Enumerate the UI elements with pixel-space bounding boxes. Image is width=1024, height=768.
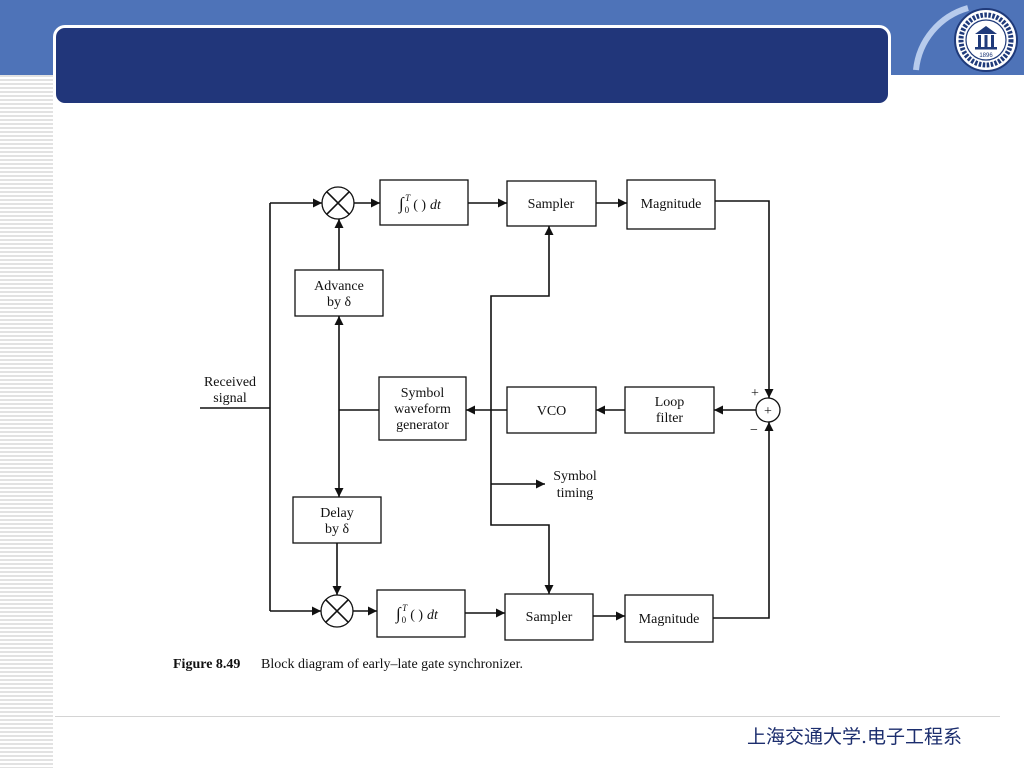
seal-pillar-left xyxy=(978,35,981,47)
top-mixer xyxy=(321,186,355,220)
loop-filter-box: Loop filter xyxy=(624,386,715,434)
bottom-sampler-label: Sampler xyxy=(526,610,573,625)
arrow-timing-to-top-sampler xyxy=(490,226,554,410)
top-magnitude-label: Magnitude xyxy=(641,197,702,212)
title-bar xyxy=(53,25,891,106)
footer-divider xyxy=(55,716,1000,717)
summer-center-sign: + xyxy=(764,404,772,419)
integral-lower-limit: 0 xyxy=(402,615,407,625)
advance-label-line2: by δ xyxy=(327,295,352,310)
svg-text:∫0T( )dt: ∫0 T( ) dt xyxy=(395,603,439,625)
arrow-bottom-magnitude-to-summer xyxy=(713,422,774,619)
header-arc-decoration xyxy=(913,5,969,71)
bottom-magnitude-label: Magnitude xyxy=(639,612,700,627)
seal-roof xyxy=(975,26,997,34)
symbol-timing-label-line2: timing xyxy=(557,486,594,501)
received-signal-label-line2: signal xyxy=(213,391,247,406)
generator-label-line1: Symbol xyxy=(401,386,445,401)
integral-lower-limit: 0 xyxy=(405,205,410,215)
integral-upper-limit: T xyxy=(405,193,411,203)
arrow-top-magnitude-to-summer xyxy=(715,200,774,398)
integral-operand: ( ) xyxy=(410,608,423,623)
symbol-timing-label-line1: Symbol xyxy=(553,469,597,484)
figure-caption-label: Figure 8.49 xyxy=(173,657,240,672)
symbol-waveform-generator-box: Symbol waveform generator xyxy=(378,376,467,441)
generator-label-line3: generator xyxy=(396,418,449,433)
top-sampler-box: Sampler xyxy=(506,180,597,227)
advance-label-line1: Advance xyxy=(314,279,364,294)
seal-year: 1896 xyxy=(979,53,993,59)
advance-box: Advance by δ xyxy=(294,269,384,317)
bottom-magnitude-box: Magnitude xyxy=(624,594,714,643)
summer: + xyxy=(755,397,781,423)
left-striped-margin xyxy=(0,75,53,768)
generator-label-line2: waveform xyxy=(394,402,451,417)
loop-filter-label-line2: filter xyxy=(656,411,684,426)
vco-label: VCO xyxy=(537,404,567,419)
delay-label-line2: by δ xyxy=(325,522,350,537)
seal-base xyxy=(975,47,997,50)
seal-gear-ring xyxy=(958,12,1014,68)
footer-institution: 上海交通大学.电子工程系 xyxy=(746,726,962,748)
received-signal-label-line1: Received xyxy=(204,375,256,390)
summer-plus-input-sign: + xyxy=(751,386,759,401)
svg-text:∫0T( )dt: ∫0 T( ) dt xyxy=(398,193,442,215)
seal-pillar-center xyxy=(984,35,988,47)
bottom-integrator-box: ∫0 T( ) dt xyxy=(376,589,466,638)
integral-variable: dt xyxy=(427,608,439,623)
integral-upper-limit: T xyxy=(402,603,408,613)
integral-sign: ∫ xyxy=(398,194,405,214)
delay-box: Delay by δ xyxy=(292,496,382,544)
top-integrator-box: ∫0 T( ) dt xyxy=(379,179,469,226)
integral-variable: dt xyxy=(430,198,442,213)
university-seal-icon: 1896 xyxy=(913,5,1018,72)
integral-sign: ∫ xyxy=(395,604,402,624)
bottom-mixer xyxy=(320,594,354,628)
seal-pillar-right xyxy=(991,35,994,47)
figure-caption-text: Block diagram of early–late gate synchro… xyxy=(261,657,523,672)
vco-box: VCO xyxy=(506,386,597,434)
top-magnitude-box: Magnitude xyxy=(626,179,716,230)
top-sampler-label: Sampler xyxy=(528,197,575,212)
delay-label-line1: Delay xyxy=(320,506,353,521)
loop-filter-label-line1: Loop xyxy=(655,395,685,410)
integral-operand: ( ) xyxy=(413,198,426,213)
bottom-sampler-box: Sampler xyxy=(504,593,594,641)
arrow-timing-to-bottom-sampler xyxy=(490,410,554,594)
summer-minus-input-sign: − xyxy=(750,423,758,438)
